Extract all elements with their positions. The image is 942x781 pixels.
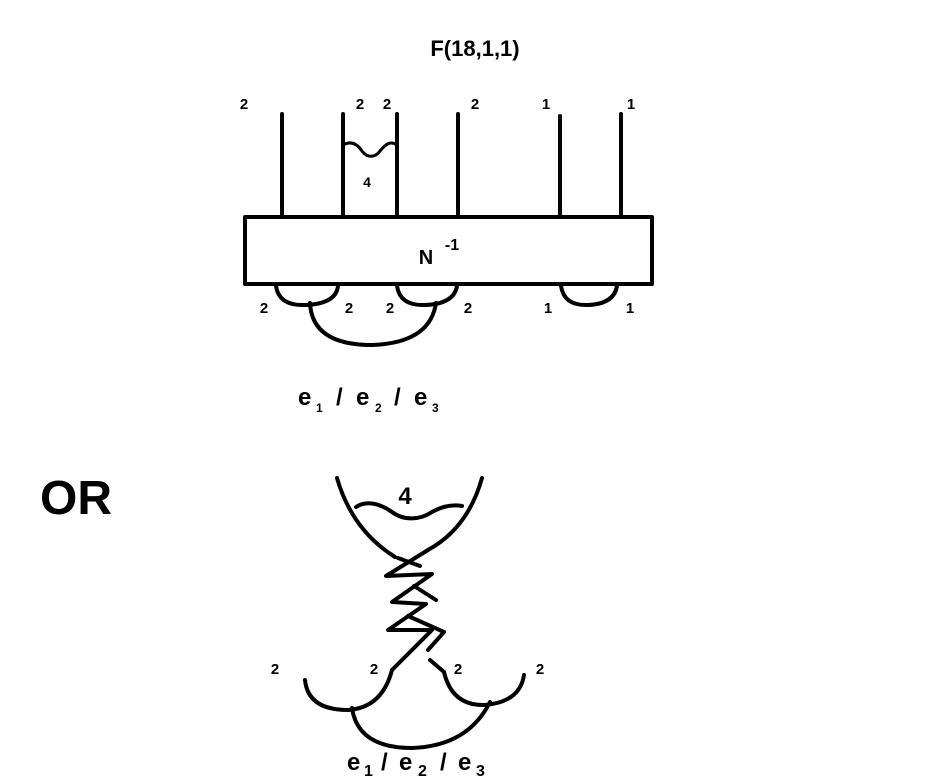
caption-top-sub1: 1	[316, 401, 323, 415]
caption-top-e1: e	[298, 384, 311, 411]
braid-cup-right	[442, 670, 526, 708]
caption-top-sep1: /	[336, 384, 343, 411]
caption-bottom: e 1 / e 2 / e 3	[347, 749, 485, 780]
diagram-title: F(18,1,1)	[430, 36, 519, 61]
caption-top-sub3: 3	[432, 401, 439, 415]
box-label-base: N	[419, 247, 433, 269]
braid-inner-label: 4	[398, 483, 412, 510]
braid-label-2: 2	[370, 661, 378, 678]
braid-label-1: 2	[271, 661, 279, 678]
caption-top-e2: e	[356, 384, 369, 411]
braid-label-4: 2	[536, 661, 544, 678]
caption-bottom-sep1: /	[381, 749, 388, 776]
braid-strand-b4	[428, 658, 446, 674]
braid-diagram	[303, 476, 526, 750]
top-strand-labels: 2 2 2 2 1 1	[240, 96, 635, 113]
box-label-exponent: -1	[445, 237, 459, 254]
bottom-label-1: 2	[260, 300, 268, 317]
top-inner-curve	[341, 141, 399, 158]
top-inner-label: 4	[363, 174, 371, 190]
cap-left	[274, 284, 340, 308]
bottom-caps	[274, 284, 619, 347]
braid-bottom-labels: 2 2 2 2	[271, 661, 544, 678]
braid-strand-b2	[412, 584, 438, 602]
cap-middle	[395, 284, 459, 308]
bottom-label-4: 2	[464, 300, 472, 317]
top-label-1: 2	[240, 96, 248, 113]
bottom-label-6: 1	[626, 300, 634, 317]
cup-left-arm	[335, 476, 397, 559]
bottom-label-5: 1	[544, 300, 552, 317]
cup-right-arm	[426, 476, 484, 552]
bottom-label-3: 2	[386, 300, 394, 317]
braid-strand-b1	[396, 556, 422, 568]
caption-top-e3: e	[414, 384, 427, 411]
bottom-label-2: 2	[345, 300, 353, 317]
braid-closure-arc	[350, 700, 492, 750]
caption-bottom-e1: e	[347, 749, 360, 776]
braid-inner-curve	[354, 501, 464, 521]
caption-bottom-e3: e	[458, 749, 471, 776]
caption-bottom-sub1: 1	[364, 763, 373, 780]
top-label-5: 1	[542, 96, 550, 113]
cap-right	[559, 284, 619, 308]
caption-bottom-sep2: /	[440, 749, 447, 776]
top-label-4: 2	[471, 96, 479, 113]
bottom-strand-labels: 2 2 2 2 1 1	[260, 300, 634, 317]
caption-top-sub2: 2	[375, 401, 382, 415]
caption-bottom-sub2: 2	[418, 763, 427, 780]
caption-top-sep2: /	[394, 384, 401, 411]
braid-cup-left	[303, 668, 394, 712]
braid-strand-b3	[406, 614, 446, 652]
caption-top: e 1 / e 2 / e 3	[298, 384, 439, 415]
closure-arc	[308, 301, 438, 347]
caption-bottom-sub3: 3	[476, 763, 485, 780]
caption-bottom-e2: e	[399, 749, 412, 776]
braid-strand-a	[384, 548, 434, 672]
top-label-3: 2	[383, 96, 391, 113]
inverse-box	[243, 215, 654, 286]
top-strands	[280, 112, 623, 219]
braid-label-3: 2	[454, 661, 462, 678]
or-label: OR	[40, 472, 112, 525]
top-label-2: 2	[356, 96, 364, 113]
top-label-6: 1	[627, 96, 635, 113]
